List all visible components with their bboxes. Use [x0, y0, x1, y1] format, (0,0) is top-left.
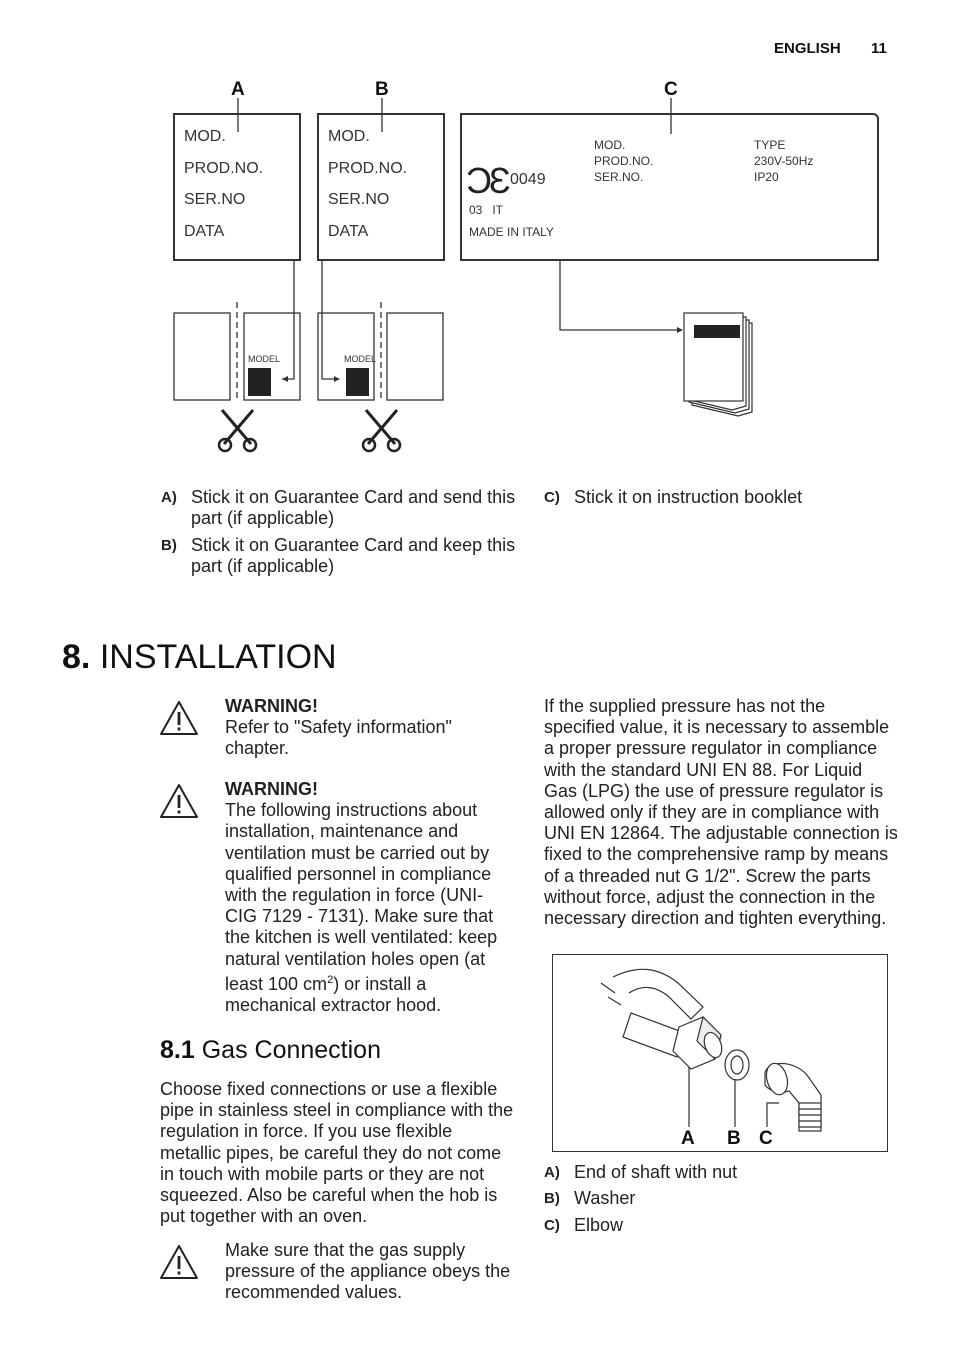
plate-c-field: SER.NO. — [594, 170, 644, 184]
legend-text: Stick it on Guarantee Card and keep this… — [191, 535, 516, 576]
diagram-lines: MODEL MODEL — [173, 98, 753, 453]
plate-c-field: MOD. — [594, 138, 626, 152]
arrow-c-line — [559, 261, 677, 331]
shaft — [622, 1012, 686, 1058]
callout-c: C — [664, 79, 678, 100]
plate-b-line: PROD.NO. — [328, 160, 408, 177]
ce-mark-icon: ƆƐ — [466, 160, 511, 201]
warning-icon — [160, 1245, 198, 1279]
section-number: 8. — [62, 638, 91, 676]
arrow-a-head — [282, 376, 288, 382]
arrow-a-line — [282, 260, 295, 380]
warning-block-2: WARNING! The following instructions abou… — [225, 779, 515, 1016]
plate-a-line: SER.NO — [184, 191, 246, 208]
fitting-legend-a: A) End of shaft with nut — [544, 1162, 904, 1183]
header-language: ENGLISH — [774, 40, 841, 57]
legend-key: C) — [544, 1217, 560, 1234]
legend-item-c: C) Stick it on instruction booklet — [544, 487, 904, 508]
fitting-callout-c: C — [759, 1128, 773, 1149]
warning-text: The following instructions about install… — [225, 800, 498, 994]
plate-c-field: IP20 — [754, 170, 779, 184]
plate-b-line: SER.NO — [328, 191, 390, 208]
plate-a-line: DATA — [184, 223, 225, 240]
plate-c-field: 230V-50Hz — [754, 154, 814, 168]
plate-c-made-in: MADE IN ITALY — [469, 225, 554, 239]
card-b-right-part — [386, 312, 444, 401]
plate-c-field: PROD.NO. — [594, 154, 654, 168]
fitting-callout-a: A — [681, 1128, 695, 1149]
warning-title: WARNING! — [225, 696, 318, 716]
legend-key: A) — [161, 489, 177, 506]
scissors-icon — [217, 409, 258, 453]
card-a-sticker — [248, 368, 271, 396]
rating-label-diagram: A B C MOD. PROD.NO. SER.NO DATA MOD. PRO… — [0, 0, 954, 470]
legend-key: B) — [544, 1190, 560, 1207]
fitting-callout-b: B — [727, 1128, 741, 1149]
subsection-number: 8.1 — [160, 1036, 195, 1064]
plate-c-field: TYPE — [754, 138, 786, 152]
legend-text: Elbow — [574, 1215, 624, 1235]
plate-a-line: PROD.NO. — [184, 160, 264, 177]
plate-c-left-col: MOD. PROD.NO. SER.NO. — [594, 137, 653, 185]
ramp-pipe — [612, 968, 704, 1020]
arrow-b-line — [321, 260, 336, 380]
section-title: 8. INSTALLATION — [62, 638, 337, 677]
legend-item-b: B) Stick it on Guarantee Card and keep t… — [161, 535, 521, 577]
card-b-model: MODEL — [344, 354, 376, 364]
card-a-model: MODEL — [248, 354, 280, 364]
warning-title: WARNING! — [225, 779, 318, 799]
legend-text: Stick it on Guarantee Card and send this… — [191, 487, 516, 528]
legend-text: Stick it on instruction booklet — [574, 487, 803, 507]
booklet-icon — [683, 312, 753, 417]
legend-key: C) — [544, 489, 560, 506]
plate-b-line: DATA — [328, 223, 369, 240]
scissors-icon — [361, 409, 402, 453]
label-plate-c: ƆƐ 0049 03 IT MADE IN ITALY MOD. PROD.NO… — [460, 113, 879, 261]
gas-fitting-diagram: A B C — [552, 954, 888, 1152]
ce-number: 0049 — [510, 171, 546, 188]
legend-key: B) — [161, 537, 177, 554]
page-number: 11 — [871, 40, 887, 57]
subsection-title-text: Gas Connection — [201, 1036, 381, 1064]
warning-text: Refer to "Safety information" chapter. — [225, 717, 452, 759]
plate-c-right-col: TYPE 230V-50Hz IP20 — [754, 137, 813, 185]
plate-b-line: MOD. — [328, 128, 370, 145]
warning-block-1: WARNING! Refer to "Safety information" c… — [225, 696, 515, 760]
fitting-illustration — [600, 968, 822, 1132]
arrow-c-head — [677, 327, 683, 333]
warning-icon — [160, 701, 198, 735]
legend-key: A) — [544, 1164, 560, 1181]
warning-icon — [160, 784, 198, 818]
card-a-left-part — [173, 312, 231, 401]
subsection-title: 8.1 Gas Connection — [160, 1036, 381, 1065]
fitting-legend-c: C) Elbow — [544, 1215, 904, 1236]
gas-connection-text: Choose fixed connections or use a flexib… — [160, 1079, 514, 1227]
card-a-right-part — [243, 312, 301, 401]
card-b-sticker — [346, 368, 369, 396]
fitting-legend-b: B) Washer — [544, 1188, 904, 1209]
card-b-left-part — [317, 312, 375, 401]
plate-c-code: 03 IT — [469, 203, 504, 217]
legend-text: Washer — [574, 1188, 636, 1208]
callout-b: B — [375, 79, 389, 100]
pressure-regulator-text: If the supplied pressure has not the spe… — [544, 696, 898, 929]
callout-a: A — [231, 79, 245, 100]
legend-item-a: A) Stick it on Guarantee Card and send t… — [161, 487, 521, 529]
superscript: 2 — [327, 973, 334, 986]
arrow-b-head — [334, 376, 340, 382]
pressure-note: Make sure that the gas supply pressure o… — [225, 1240, 511, 1303]
plate-a-line: MOD. — [184, 128, 226, 145]
warning-text: ) or install a mechanical extractor hood… — [225, 973, 442, 1016]
section-title-text: INSTALLATION — [99, 638, 337, 676]
legend-text: End of shaft with nut — [574, 1162, 738, 1182]
label-plate-b: MOD. PROD.NO. SER.NO DATA — [317, 113, 445, 261]
label-plate-a: MOD. PROD.NO. SER.NO DATA — [173, 113, 301, 261]
